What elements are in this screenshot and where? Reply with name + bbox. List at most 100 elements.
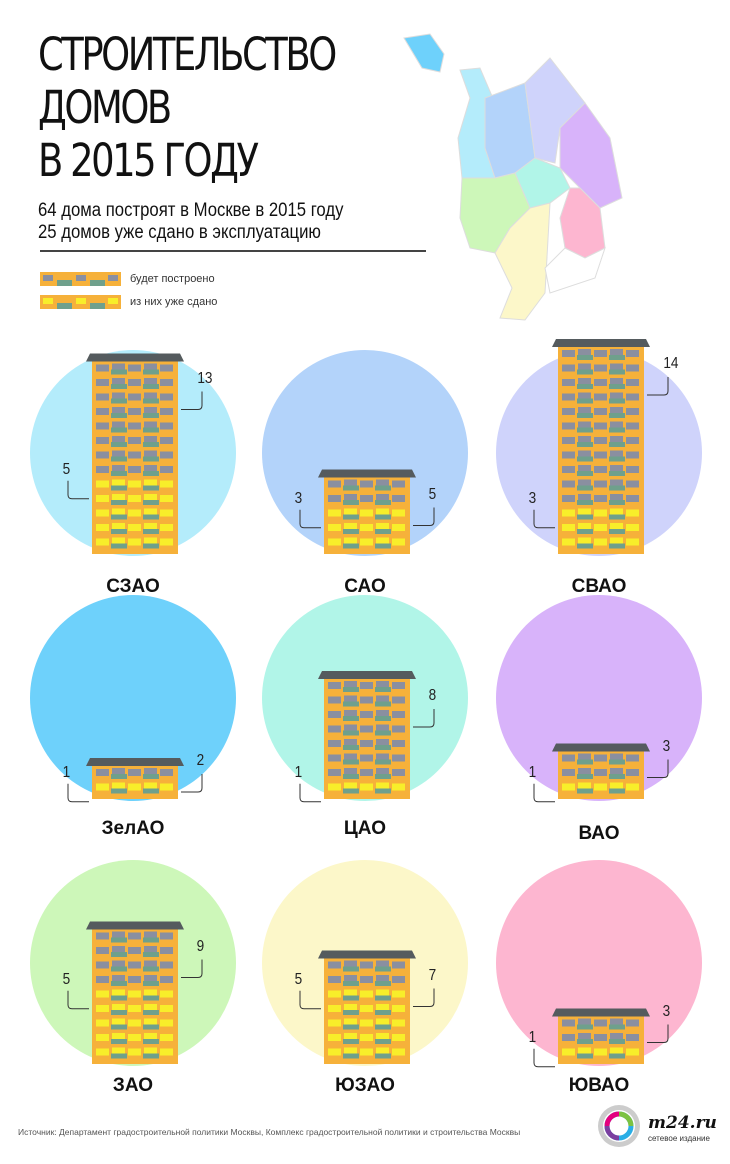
lit-window: [360, 1019, 373, 1027]
window: [128, 932, 141, 940]
lit-window: [112, 1047, 125, 1054]
window: [344, 710, 357, 716]
lit-window: [594, 783, 607, 791]
lit-window: [610, 1047, 623, 1054]
window: [610, 392, 623, 399]
total-callout-line: [647, 1024, 669, 1043]
window: [392, 495, 405, 502]
lit-window: [160, 538, 173, 546]
lit-window: [392, 509, 405, 517]
m24-logo-icon: [598, 1105, 640, 1147]
window: [112, 421, 125, 428]
total-callout-line: [413, 507, 435, 526]
balcony: [343, 514, 359, 520]
building-icon: [67, 353, 203, 554]
balcony: [609, 355, 625, 360]
window: [562, 379, 575, 386]
balcony: [375, 687, 391, 692]
lit-window: [392, 1048, 405, 1056]
balcony: [577, 471, 593, 476]
done-callout-line: [299, 783, 321, 803]
window: [376, 768, 389, 774]
balcony: [111, 456, 127, 462]
balcony: [375, 995, 391, 1001]
balcony: [143, 543, 159, 549]
window: [160, 408, 173, 415]
divider: [40, 250, 426, 252]
window: [344, 975, 357, 981]
balcony: [143, 529, 159, 534]
balcony: [375, 485, 391, 491]
lit-window: [562, 1048, 575, 1056]
window: [96, 393, 109, 401]
balcony: [111, 514, 127, 520]
window: [578, 479, 591, 486]
balcony: [343, 529, 359, 534]
balcony: [375, 716, 391, 721]
lit-window: [112, 508, 125, 515]
window: [578, 349, 591, 355]
lit-window: [626, 783, 639, 791]
lit-window: [344, 1047, 357, 1054]
window: [376, 710, 389, 716]
done-callout-line: [533, 783, 555, 803]
lit-window: [112, 523, 125, 529]
lit-window: [96, 1005, 109, 1012]
lit-window: [610, 523, 623, 529]
balcony: [143, 514, 159, 520]
window: [128, 422, 141, 430]
balcony: [143, 413, 159, 418]
window: [610, 494, 623, 500]
district-label: ЗАО: [112, 1075, 154, 1096]
window: [96, 769, 109, 776]
balcony: [143, 456, 159, 462]
done-count: 1: [528, 1028, 537, 1046]
lit-window: [144, 508, 157, 515]
done-count: 1: [62, 763, 71, 781]
balcony: [375, 529, 391, 534]
lit-window: [112, 782, 125, 789]
lit-window: [392, 1019, 405, 1027]
lit-window: [128, 783, 141, 791]
window: [610, 768, 623, 774]
window: [562, 350, 575, 357]
done-callout-line: [299, 990, 321, 1010]
window: [344, 479, 357, 486]
lit-window: [578, 537, 591, 544]
window: [160, 947, 173, 954]
balcony: [609, 1024, 625, 1030]
window: [578, 494, 591, 500]
balcony: [343, 716, 359, 721]
window: [96, 437, 109, 444]
window: [112, 378, 125, 384]
balcony: [577, 543, 593, 549]
window: [610, 436, 623, 442]
balcony: [111, 442, 127, 447]
window: [392, 740, 405, 747]
district-label: САО: [344, 576, 386, 597]
page-title: СТРОИТЕЛЬСТВО ДОМОВ В 2015 ГОДУ: [38, 28, 337, 187]
balcony: [609, 384, 625, 389]
legend-done-swatch: [40, 295, 121, 309]
building-roof: [86, 921, 184, 930]
window: [328, 961, 341, 969]
lit-window: [144, 1047, 157, 1054]
window: [144, 975, 157, 981]
balcony: [577, 413, 593, 418]
balcony: [375, 966, 391, 972]
window: [328, 740, 341, 747]
window: [578, 407, 591, 413]
balcony: [343, 759, 359, 765]
window: [376, 494, 389, 500]
lit-window: [344, 782, 357, 789]
window: [594, 754, 607, 762]
window: [392, 961, 405, 969]
window: [128, 961, 141, 969]
total-count: 13: [197, 369, 213, 387]
building-icon: [67, 758, 203, 803]
window: [160, 466, 173, 473]
balcony: [375, 788, 391, 794]
lit-window: [328, 1048, 341, 1056]
window: [594, 364, 607, 372]
